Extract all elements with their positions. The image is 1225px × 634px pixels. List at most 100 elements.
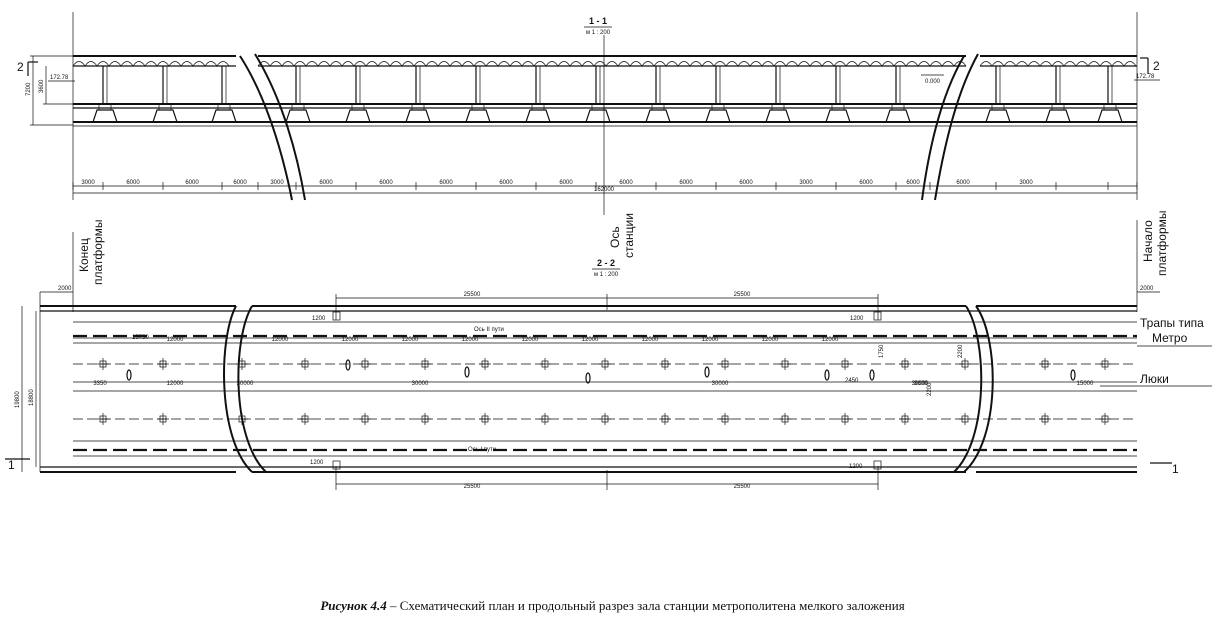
section-marker-1-left: 1 [8, 458, 15, 472]
figure-number: Рисунок 4.4 [320, 598, 387, 613]
track-1-axis-note: Ось I пути [468, 447, 496, 453]
span-dim: 6000 [233, 180, 247, 186]
column-footing [985, 109, 1011, 123]
column-footing [885, 109, 911, 123]
dim-1200-bl: 1200 [310, 460, 324, 466]
ladder [464, 366, 470, 378]
ladder [704, 366, 710, 378]
row1-dim: 12000 [702, 337, 719, 343]
span-dim: 6000 [379, 180, 393, 186]
row2-dim: 12000 [167, 381, 184, 387]
row1-dim: 12000 [522, 337, 539, 343]
dim-misc-4: 2200 [958, 344, 964, 358]
section-1-1: 1 - 1 м 1 : 200 2 2 7200 3600 172.78 172… [17, 12, 1160, 215]
caption-text: Схематический план и продольный разрез з… [399, 598, 905, 613]
elevation-left: 172.78 [50, 75, 69, 81]
span-dim: 6000 [906, 180, 920, 186]
row1-dim: 12000 [762, 337, 779, 343]
span-dim: 6000 [859, 180, 873, 186]
row1-dim: 12000 [402, 337, 419, 343]
column-footing [1045, 109, 1071, 123]
section-2-2: 2 - 2 м 1 : 200 2000 2000 19800 18800 1 … [5, 220, 1179, 490]
row1-dim: 12000 [582, 337, 599, 343]
ladder [345, 359, 351, 371]
platform-end-line1: Конец [77, 238, 91, 272]
span-dim: 3000 [799, 180, 813, 186]
top-span-1: 25500 [464, 292, 481, 298]
right-labels: Трапы типа Метро Люки [1100, 316, 1212, 387]
row1-dim: 12000 [642, 337, 659, 343]
platform-start-line2: платформы [1155, 210, 1169, 276]
span-dim: 3000 [81, 180, 95, 186]
caption-dash: – [386, 598, 400, 613]
span-dim: 6000 [956, 180, 970, 186]
row1-dim: 12000 [342, 337, 359, 343]
column-footing [1097, 109, 1123, 123]
row2-dim: 30000 [912, 381, 929, 387]
dim-1200-tr: 1200 [850, 316, 864, 322]
label-tracks-2: Метро [1152, 331, 1188, 345]
row1-dim: 12000 [462, 337, 479, 343]
span-dim: 6000 [619, 180, 633, 186]
dim-2000-left: 2000 [58, 286, 72, 292]
column-footing [525, 109, 551, 123]
columns [92, 66, 1123, 123]
column-footing [345, 109, 371, 123]
figure-caption: Рисунок 4.4 – Схематический план и продо… [0, 598, 1225, 614]
row2-dim: 30000 [712, 381, 729, 387]
dim-misc-5: 2200 [927, 382, 933, 396]
column-footing [465, 109, 491, 123]
span-dim: 6000 [126, 180, 140, 186]
dim-1200-tl: 1200 [312, 316, 326, 322]
width-inner: 18800 [29, 389, 35, 406]
column-footing [211, 109, 237, 123]
row1-dim: 12000 [822, 337, 839, 343]
row1-dim: 12000 [167, 337, 184, 343]
span-dim: 6000 [185, 180, 199, 186]
span-dim: 6000 [439, 180, 453, 186]
bottom-span-1: 25500 [464, 484, 481, 490]
ladder [585, 372, 591, 384]
column-footing [285, 109, 311, 123]
row2-dim: 30000 [412, 381, 429, 387]
ladder [824, 369, 830, 381]
roof-slab [72, 55, 1137, 67]
ladder [126, 369, 132, 381]
ladder [1070, 369, 1076, 381]
row2-dim: 15000 [1077, 381, 1094, 387]
row1-dim: 12000 [272, 337, 289, 343]
span-dim: 6000 [319, 180, 333, 186]
span-dimension-chain: 3000 6000 6000 6000 3000 6000 6000 6000 6000 6000… [72, 180, 1138, 194]
span-dim: 6000 [679, 180, 693, 186]
platform-end-line2: платформы [91, 219, 105, 285]
section-2-scale: м 1 : 200 [594, 272, 619, 278]
station-axis-label-line2: станции [622, 213, 636, 258]
span-dim: 6000 [559, 180, 573, 186]
label-hatches: Люки [1140, 372, 1169, 386]
track-2-axis-note: Ось II пути [474, 327, 504, 333]
span-dim: 6000 [499, 180, 513, 186]
row-dimensions: 12000 12000 12000 12000 12000 12000 12000 12000… [73, 337, 1137, 387]
total-length: 162000 [594, 187, 615, 193]
dim-1200-br: 1200 [849, 464, 863, 470]
span-dim: 3000 [270, 180, 284, 186]
section-marker-2-left: 2 [17, 60, 24, 74]
section-marker-1-right: 1 [1172, 462, 1179, 476]
row2-dim: 30000 [237, 381, 254, 387]
dim-misc-1: 2450 [845, 378, 859, 384]
column-footing [585, 109, 611, 123]
column-footing [705, 109, 731, 123]
platform-start-line1: Начало [1141, 220, 1155, 262]
top-span-2: 25500 [734, 292, 751, 298]
width-total: 19800 [15, 391, 21, 408]
height-outer-dim: 7200 [26, 82, 32, 96]
span-dim: 3000 [1019, 180, 1033, 186]
section-1-title: 1 - 1 [589, 16, 607, 26]
column-footing [765, 109, 791, 123]
station-axis-label-line1: Ось [608, 226, 622, 248]
column-footing [152, 109, 178, 123]
dim-row1-small: 15750 [132, 335, 149, 341]
dim-misc-3: 1750 [879, 344, 885, 358]
elevation-right: 172.78 [1136, 74, 1155, 80]
